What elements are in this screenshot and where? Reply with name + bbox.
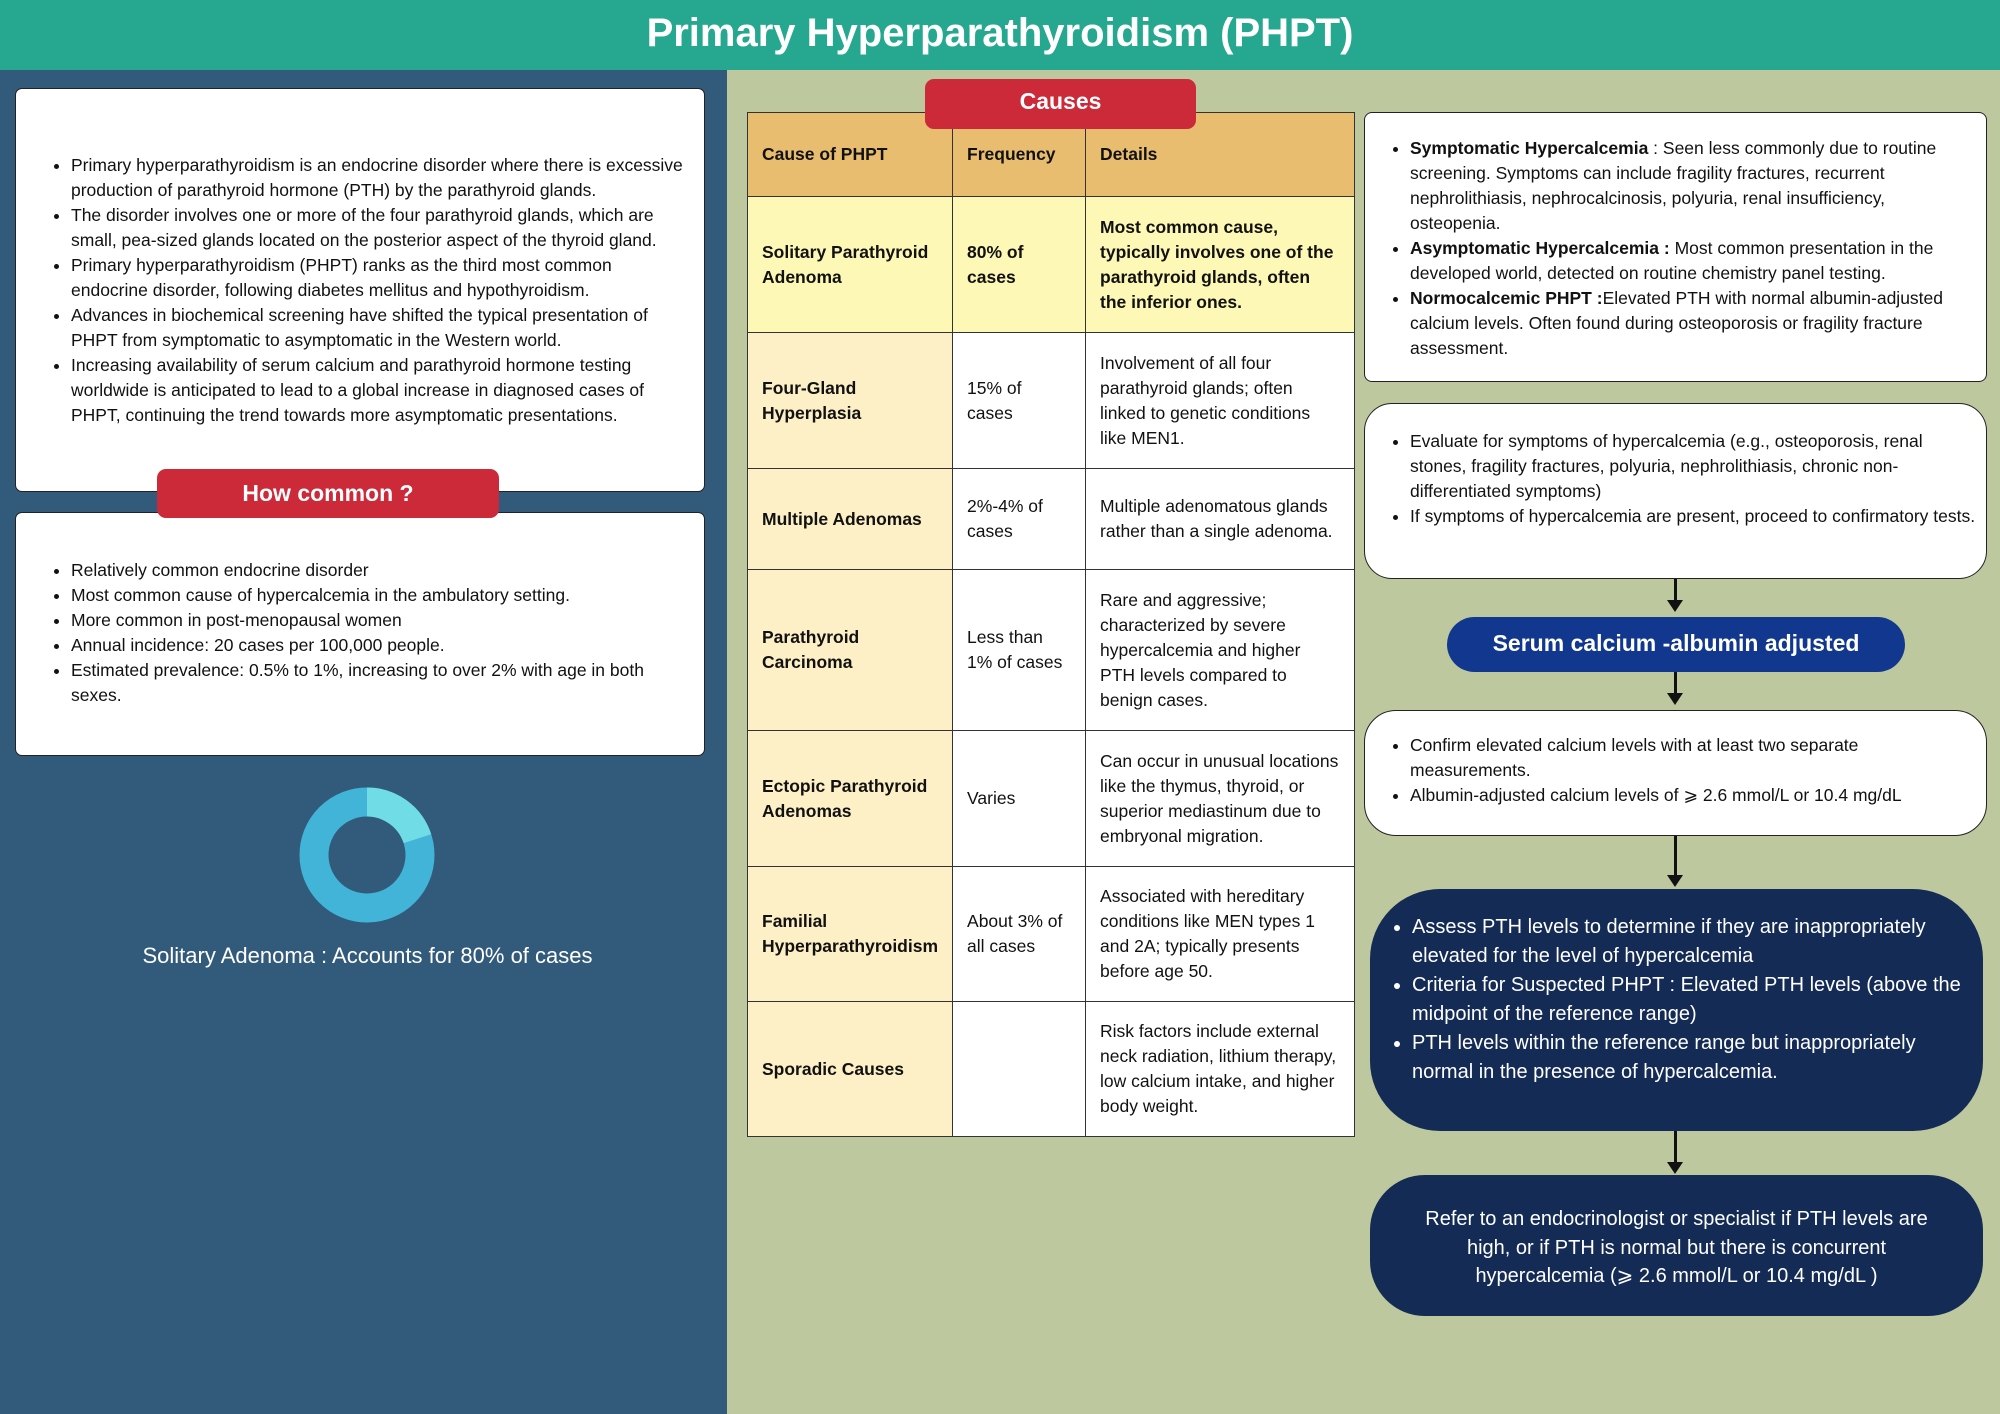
presentation-item: Asymptomatic Hypercalcemia : Most common… — [1410, 236, 1976, 286]
cause-cell: Four-Gland Hyperplasia — [746, 332, 954, 469]
confirm-bullet: Confirm elevated calcium levels with at … — [1410, 733, 1976, 783]
evaluate-list: Evaluate for symptoms of hypercalcemia (… — [1370, 429, 1976, 529]
cause-cell: Ectopic Parathyroid Adenomas — [746, 730, 954, 867]
presentation-term: Asymptomatic Hypercalcemia : — [1410, 238, 1670, 258]
how-common-bullet: More common in post-menopausal women — [71, 608, 692, 633]
evaluate-bullet: Evaluate for symptoms of hypercalcemia (… — [1410, 429, 1976, 504]
how-common-heading: How common ? — [157, 469, 499, 518]
table-row: Ectopic Parathyroid Adenomas Varies Can … — [746, 730, 1355, 867]
presentation-term: Normocalcemic PHPT : — [1410, 288, 1603, 308]
table-row: Sporadic Causes Risk factors include ext… — [746, 1001, 1355, 1137]
presentation-list: Symptomatic Hypercalcemia : Seen less co… — [1370, 136, 1976, 361]
arrow-down-icon — [1667, 1162, 1683, 1174]
frequency-cell: Varies — [952, 730, 1087, 867]
frequency-cell: Less than 1% of cases — [952, 569, 1087, 731]
table-row: Multiple Adenomas 2%-4% of cases Multipl… — [746, 468, 1355, 570]
how-common-bullet: Most common cause of hypercalcemia in th… — [71, 583, 692, 608]
details-cell: Risk factors include external neck radia… — [1085, 1001, 1355, 1137]
cause-cell: Sporadic Causes — [746, 1001, 954, 1137]
intro-bullet: Increasing availability of serum calcium… — [71, 353, 692, 428]
arrow-down-icon — [1667, 693, 1683, 705]
evaluate-bullet: If symptoms of hypercalcemia are present… — [1410, 504, 1976, 529]
details-cell: Multiple adenomatous glands rather than … — [1085, 468, 1355, 570]
pth-bullet: Assess PTH levels to determine if they a… — [1412, 913, 1973, 971]
flow-arrow-3 — [1674, 836, 1677, 876]
presentation-item: Normocalcemic PHPT :Elevated PTH with no… — [1410, 286, 1976, 361]
cause-cell: Familial Hyperparathyroidism — [746, 866, 954, 1002]
causes-heading: Causes — [925, 79, 1196, 129]
intro-bullet: Advances in biochemical screening have s… — [71, 303, 692, 353]
column-header-cause: Cause of PHPT — [746, 112, 954, 197]
pth-list: Assess PTH levels to determine if they a… — [1372, 913, 1973, 1087]
how-common-bullet: Relatively common endocrine disorder — [71, 558, 692, 583]
presentation-text: Seen less commonly due to routine screen… — [1410, 138, 1937, 233]
flow-arrow-1 — [1674, 579, 1677, 601]
details-cell: Can occur in unusual locations like the … — [1085, 730, 1355, 867]
intro-bullet: Primary hyperparathyroidism (PHPT) ranks… — [71, 253, 692, 303]
presentation-sep: : — [1648, 138, 1663, 158]
details-cell: Most common cause, typically involves on… — [1085, 196, 1355, 333]
table-row: Familial Hyperparathyroidism About 3% of… — [746, 866, 1355, 1002]
cause-cell: Parathyroid Carcinoma — [746, 569, 954, 731]
frequency-cell: 15% of cases — [952, 332, 1087, 469]
flow-arrow-4 — [1674, 1131, 1677, 1163]
cause-cell: Solitary Parathyroid Adenoma — [746, 196, 954, 333]
frequency-cell: About 3% of all cases — [952, 866, 1087, 1002]
confirm-list: Confirm elevated calcium levels with at … — [1370, 733, 1976, 808]
intro-card: Primary hyperparathyroidism is an endocr… — [15, 88, 705, 492]
pth-assessment-card: Assess PTH levels to determine if they a… — [1370, 889, 1983, 1131]
arrow-down-icon — [1667, 600, 1683, 612]
serum-calcium-step: Serum calcium -albumin adjusted — [1447, 617, 1905, 672]
details-cell: Associated with hereditary conditions li… — [1085, 866, 1355, 1002]
causes-table: Cause of PHPT Frequency Details Solitary… — [746, 112, 1355, 1137]
evaluate-card: Evaluate for symptoms of hypercalcemia (… — [1364, 403, 1987, 579]
arrow-down-icon — [1667, 875, 1683, 887]
presentation-term: Symptomatic Hypercalcemia — [1410, 138, 1649, 158]
flow-arrow-2 — [1674, 672, 1677, 694]
frequency-cell: 80% of cases — [952, 196, 1087, 333]
confirm-bullet: Albumin-adjusted calcium levels of ⩾ 2.6… — [1410, 783, 1976, 808]
presentation-item: Symptomatic Hypercalcemia : Seen less co… — [1410, 136, 1976, 236]
donut-segment — [299, 787, 435, 923]
frequency-cell: 2%-4% of cases — [952, 468, 1087, 570]
table-row: Solitary Parathyroid Adenoma 80% of case… — [746, 196, 1355, 333]
frequency-cell — [952, 1001, 1087, 1137]
pth-bullet: PTH levels within the reference range bu… — [1412, 1029, 1973, 1087]
details-cell: Involvement of all four parathyroid glan… — [1085, 332, 1355, 469]
pth-bullet: Criteria for Suspected PHPT : Elevated P… — [1412, 971, 1973, 1029]
page-title: Primary Hyperparathyroidism (PHPT) — [0, 0, 2000, 70]
intro-list: Primary hyperparathyroidism is an endocr… — [31, 153, 692, 428]
table-row: Parathyroid Carcinoma Less than 1% of ca… — [746, 569, 1355, 731]
how-common-list: Relatively common endocrine disorder Mos… — [31, 558, 692, 708]
details-cell: Rare and aggressive; characterized by se… — [1085, 569, 1355, 731]
intro-bullet: Primary hyperparathyroidism is an endocr… — [71, 153, 692, 203]
presentation-card: Symptomatic Hypercalcemia : Seen less co… — [1364, 112, 1987, 382]
cause-cell: Multiple Adenomas — [746, 468, 954, 570]
confirm-card: Confirm elevated calcium levels with at … — [1364, 710, 1987, 836]
how-common-card: Relatively common endocrine disorder Mos… — [15, 512, 705, 756]
presentation-text: Elevated PTH with normal albumin-adjuste… — [1410, 288, 1944, 358]
intro-bullet: The disorder involves one or more of the… — [71, 203, 692, 253]
donut-caption: Solitary Adenoma : Accounts for 80% of c… — [142, 943, 593, 968]
how-common-bullet: Annual incidence: 20 cases per 100,000 p… — [71, 633, 692, 658]
donut-chart-icon — [299, 787, 435, 923]
presentation-text: Most common presentation in the develope… — [1410, 238, 1934, 283]
how-common-bullet: Estimated prevalence: 0.5% to 1%, increa… — [71, 658, 692, 708]
refer-card: Refer to an endocrinologist or specialis… — [1370, 1175, 1983, 1316]
table-row: Four-Gland Hyperplasia 15% of cases Invo… — [746, 332, 1355, 469]
